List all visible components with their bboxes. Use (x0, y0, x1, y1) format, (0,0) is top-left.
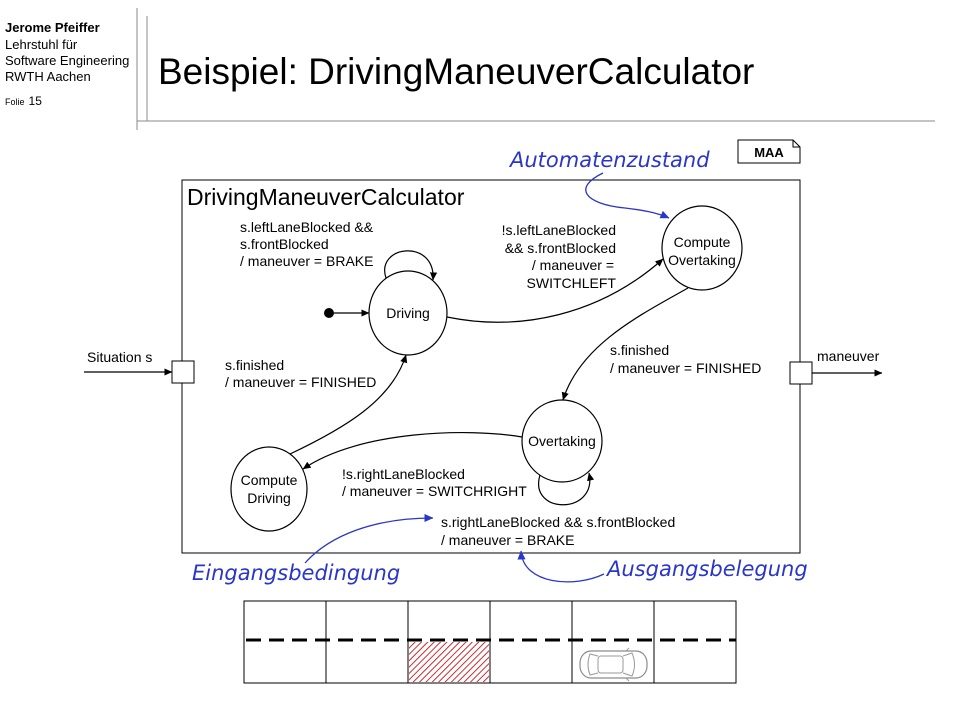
state-compute-driving-node (230, 446, 308, 532)
car-roof (597, 655, 624, 674)
slide-title: Beispiel: DrivingManeuverCalculator (158, 51, 754, 92)
transition-compute-driving-to-driving: s.finished / maneuver = FINISHED (225, 354, 408, 455)
state-overtaking: Overtaking (521, 399, 603, 483)
state-overtaking-label: Overtaking (528, 433, 596, 449)
car-mirror (625, 647, 630, 652)
state-compute-driving: Compute Driving (230, 446, 308, 532)
transition-driving-self-loop-edge (384, 250, 438, 281)
state-compute-overtaking-node (661, 205, 743, 291)
transition-label-line: !s.leftLaneBlocked (502, 222, 616, 238)
maa-tag: MAA (737, 139, 801, 164)
transition-label-line: / maneuver = BRAKE (240, 253, 373, 269)
transition-label-line: s.finished (225, 357, 284, 373)
annotation-input-condition-label: Eingangsbedingung (192, 561, 400, 585)
transition-label-line: / maneuver = (532, 257, 614, 273)
car-windshield (622, 652, 635, 677)
state-compute-driving-label-line1: Compute (241, 472, 298, 488)
affiliation-chair: Lehrstuhl für (5, 37, 78, 52)
annotation-automaton-state-arrow (585, 172, 670, 219)
annotation-output-assignment-arrow (517, 550, 605, 583)
state-driving-label: Driving (386, 305, 430, 321)
slide-label: Folie (5, 97, 25, 107)
annotation-input-condition-arrow (304, 513, 434, 564)
transition-label-line: s.rightLaneBlocked && s.frontBlocked (441, 514, 675, 530)
car-icon (579, 647, 648, 682)
annotation-output-assignment: Ausgangsbelegung (517, 550, 808, 583)
road-illustration (243, 600, 737, 684)
transition-label-line: !s.rightLaneBlocked (342, 466, 465, 482)
transition-label-line: / maneuver = FINISHED (610, 360, 761, 376)
state-driving: Driving (368, 270, 448, 356)
car-mirror (625, 677, 630, 682)
slide-number-line: Folie 15 (5, 94, 42, 108)
transition-compute-driving-to-driving-edge (289, 354, 408, 455)
transition-label-line: / maneuver = BRAKE (441, 532, 574, 548)
tag-label: MAA (754, 145, 784, 160)
transition-label-line: && s.frontBlocked (505, 240, 616, 256)
slide-number: 15 (29, 94, 43, 108)
tag-shape (737, 139, 801, 164)
transition-compute-overtaking-to-overtaking-edge (561, 287, 689, 401)
output-port-label: maneuver (817, 348, 880, 364)
state-compute-overtaking: Compute Overtaking (661, 205, 743, 291)
annotation-automaton-state-label: Automatenzustand (508, 148, 710, 172)
blocked-cell (409, 642, 489, 682)
header: Jerome Pfeiffer Lehrstuhl für Software E… (5, 8, 935, 130)
state-compute-overtaking-label-line2: Overtaking (668, 252, 736, 268)
transition-overtaking-to-compute-driving-edge (302, 431, 523, 470)
transition-overtaking-to-compute-driving: !s.rightLaneBlocked / maneuver = SWITCHR… (302, 431, 527, 499)
state-compute-driving-label-line2: Driving (247, 490, 291, 506)
component-name: DrivingManeuverCalculator (187, 184, 465, 210)
state-compute-overtaking-label-line1: Compute (674, 234, 731, 250)
transition-compute-overtaking-to-overtaking: s.finished / maneuver = FINISHED (561, 287, 761, 401)
initial-state (324, 308, 370, 318)
affiliation-department: Software Engineering (5, 53, 129, 68)
transition-label-line: s.frontBlocked (240, 236, 329, 252)
initial-state-dot (324, 308, 334, 318)
transition-overtaking-self-loop-edge (538, 472, 595, 506)
transition-label-line: / maneuver = SWITCHRIGHT (342, 483, 527, 499)
affiliation-university: RWTH Aachen (5, 69, 91, 84)
car-rear-window (587, 653, 599, 676)
transition-driving-to-compute-overtaking: !s.leftLaneBlocked && s.frontBlocked / m… (446, 222, 664, 323)
transition-driving-self-loop: s.leftLaneBlocked && s.frontBlocked / ma… (240, 219, 438, 281)
input-port-label: Situation s (87, 349, 152, 365)
annotation-automaton-state: Automatenzustand (508, 148, 710, 219)
tag-dog-ear (792, 140, 800, 148)
author-name: Jerome Pfeiffer (5, 20, 100, 35)
transition-label-line: s.leftLaneBlocked && (240, 219, 374, 235)
transition-driving-to-compute-overtaking-edge (446, 258, 664, 323)
input-port (171, 360, 195, 384)
output-port (789, 361, 813, 385)
annotation-input-condition: Eingangsbedingung (192, 513, 434, 585)
transition-overtaking-self-loop: s.rightLaneBlocked && s.frontBlocked / m… (441, 472, 675, 548)
car-body (579, 650, 648, 679)
annotation-output-assignment-label: Ausgangsbelegung (605, 557, 808, 581)
transition-label-line: s.finished (610, 342, 669, 358)
transition-label-line: SWITCHLEFT (527, 275, 617, 291)
transition-label-line: / maneuver = FINISHED (225, 374, 376, 390)
